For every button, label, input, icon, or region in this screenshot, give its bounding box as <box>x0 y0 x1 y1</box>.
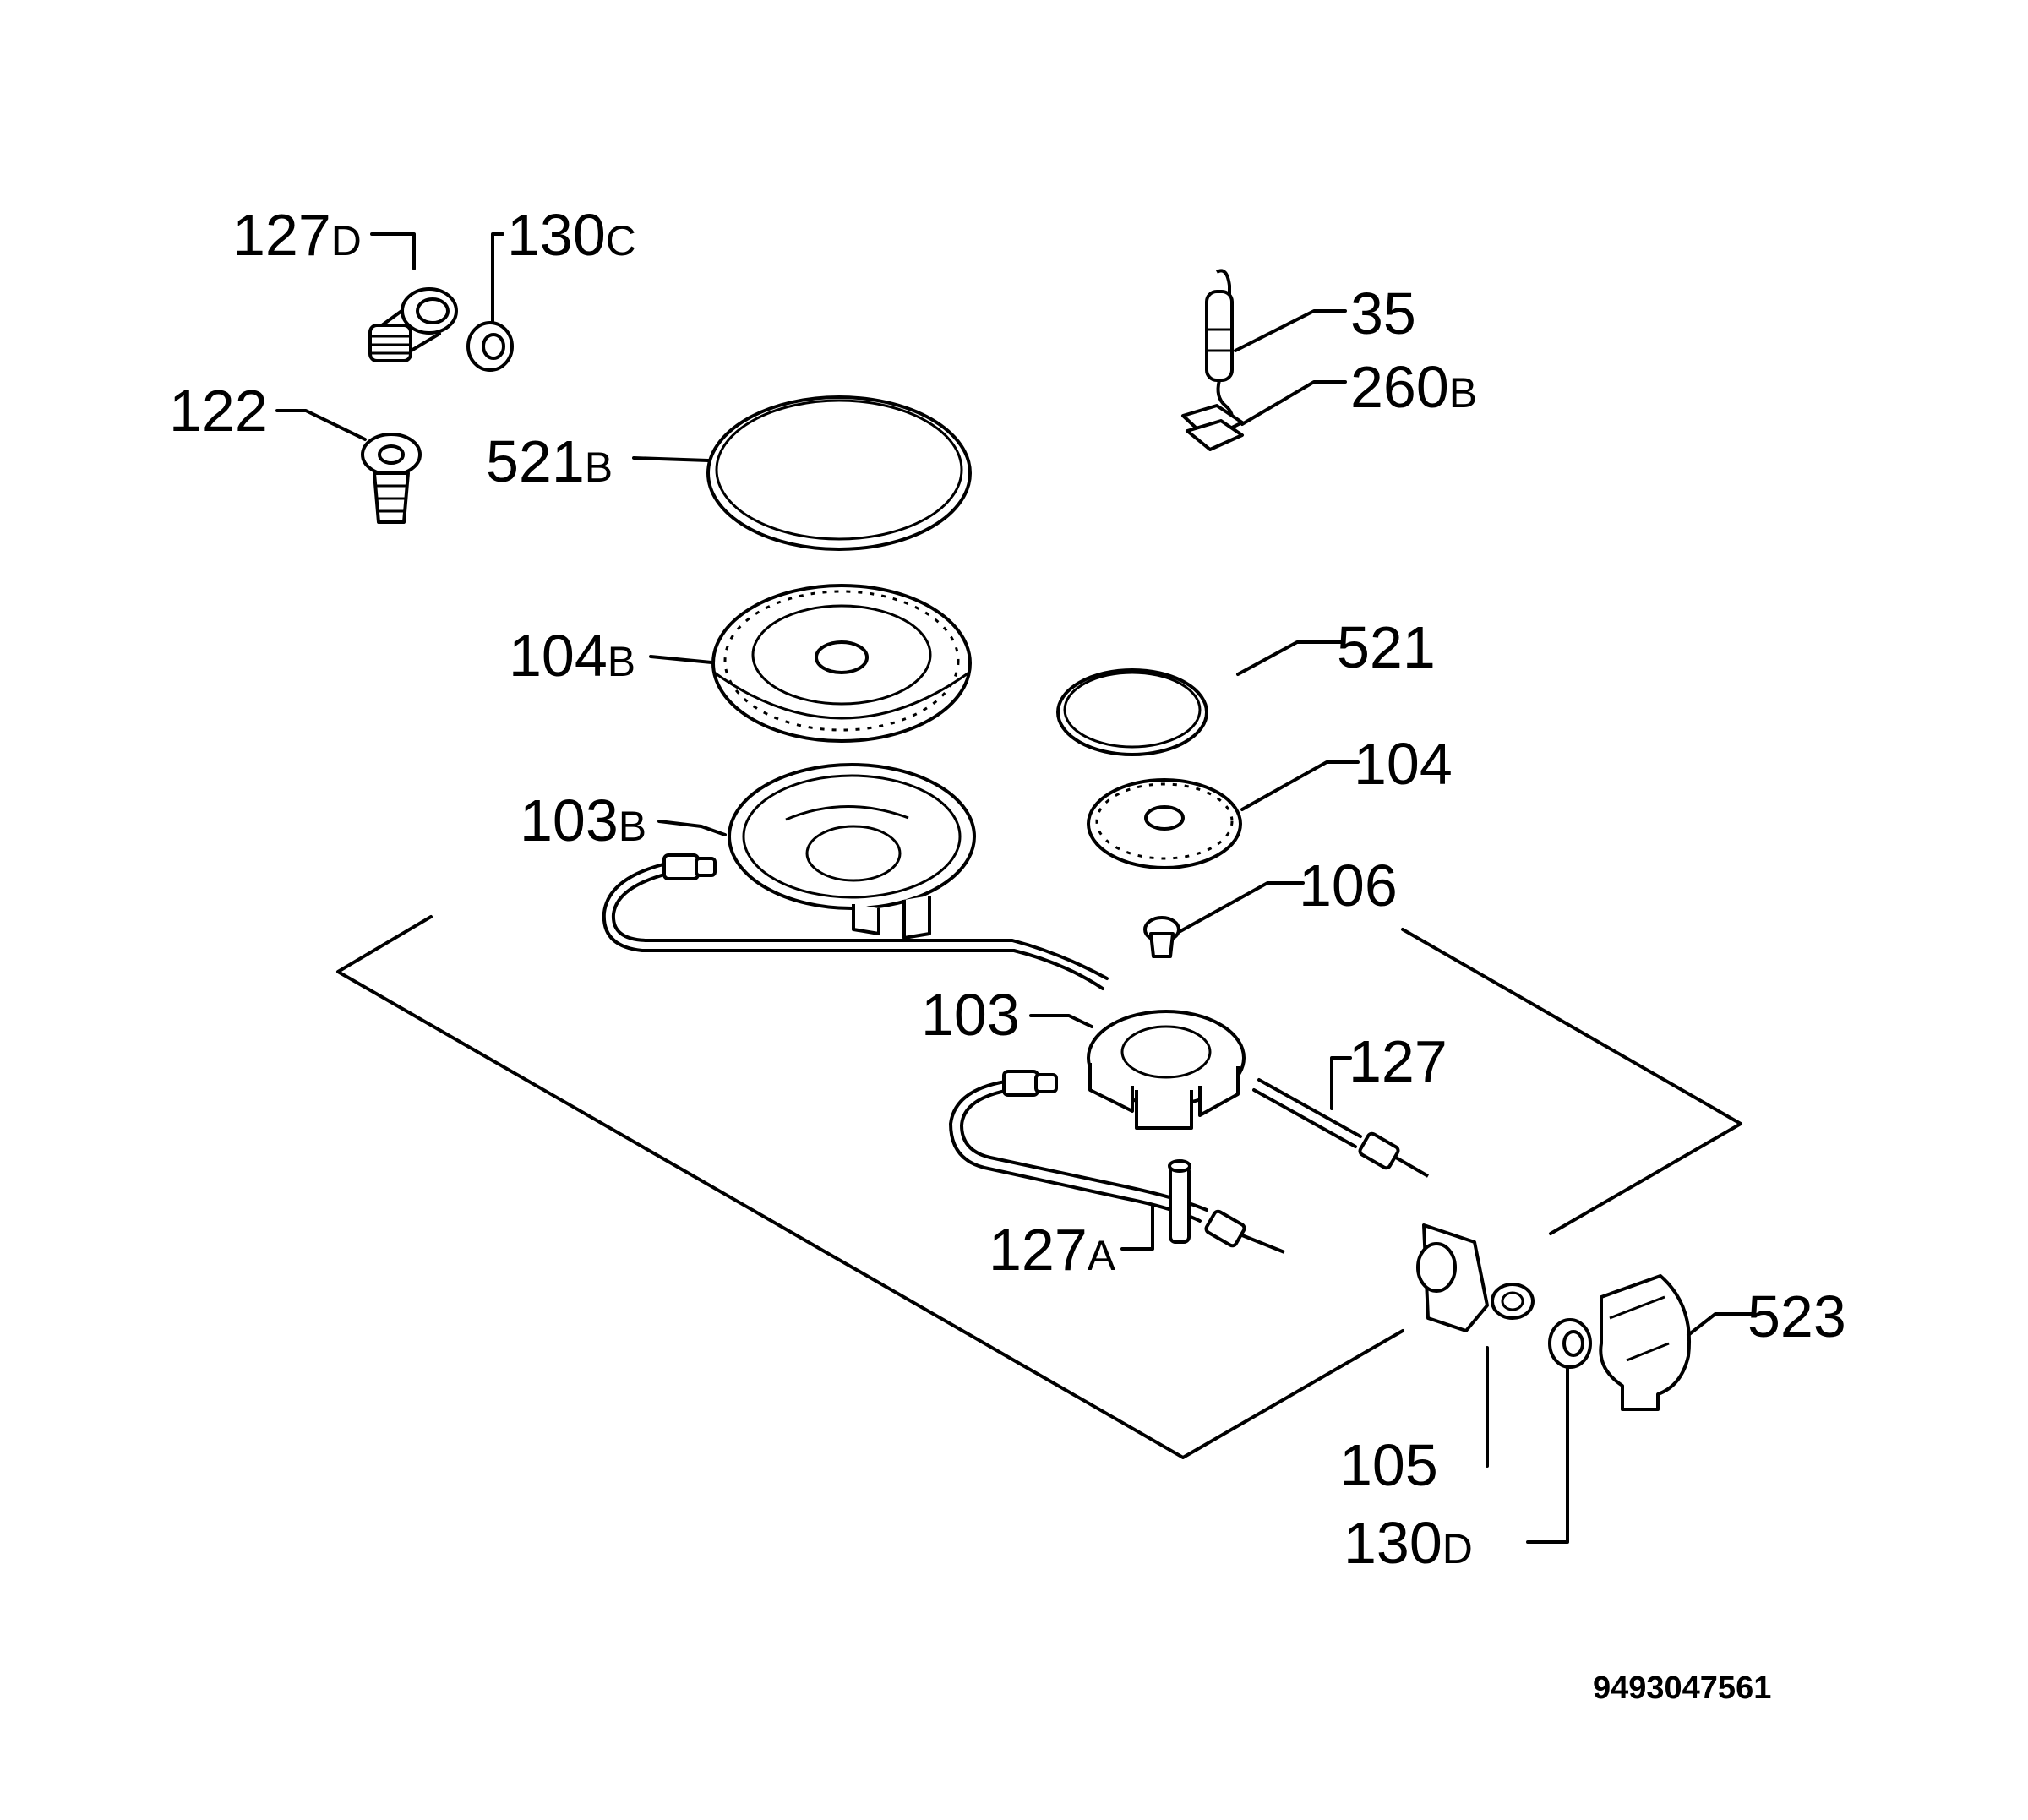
leader-521 <box>1236 640 1343 676</box>
leader-104 <box>1240 760 1360 811</box>
label-127a-num: 127 <box>989 1217 1088 1283</box>
label-104: 104 <box>1354 731 1453 797</box>
label-130c-suf: C <box>606 217 636 264</box>
label-130c-num: 130 <box>507 202 606 268</box>
label-521b-num: 521 <box>486 428 585 494</box>
label-104b-num: 104 <box>509 623 608 689</box>
label-103b: 103B <box>520 787 646 853</box>
part-104-small-crown[interactable] <box>1087 778 1242 869</box>
leader-lines <box>275 232 1755 1544</box>
part-103b-gas-tube <box>602 853 1109 990</box>
label-130d: 130D <box>1344 1510 1473 1576</box>
part-103-small-burner-base[interactable] <box>1087 1010 1246 1130</box>
drawing-code: 9493047561 <box>1593 1670 1771 1706</box>
label-260b-num: 260 <box>1350 354 1449 420</box>
part-106-injector[interactable] <box>1143 916 1180 958</box>
label-103: 103 <box>921 982 1020 1048</box>
label-521b-suf: B <box>585 444 613 491</box>
leader-127a <box>1120 1205 1154 1251</box>
label-521-num: 521 <box>1337 614 1436 680</box>
part-130c-washer[interactable] <box>466 321 514 372</box>
label-127d: 127D <box>232 202 362 268</box>
part-127-gas-tube <box>1252 1078 1430 1178</box>
label-35: 35 <box>1350 281 1416 346</box>
label-127a: 127A <box>989 1217 1116 1283</box>
label-260b-suf: B <box>1449 369 1477 417</box>
part-122-nozzle[interactable] <box>361 433 422 524</box>
leader-35 <box>1234 309 1347 352</box>
label-523: 523 <box>1747 1283 1846 1349</box>
leader-260b <box>1240 380 1347 426</box>
leader-106 <box>1179 881 1305 933</box>
part-35-electrode[interactable] <box>1205 269 1235 423</box>
label-104-num: 104 <box>1354 731 1453 797</box>
leader-127 <box>1330 1056 1352 1110</box>
leader-521b <box>632 456 710 462</box>
label-130c: 130C <box>507 202 636 268</box>
label-103b-suf: B <box>619 803 646 850</box>
label-127: 127 <box>1349 1028 1447 1094</box>
label-523-num: 523 <box>1747 1283 1846 1349</box>
label-130d-suf: D <box>1442 1525 1473 1572</box>
part-130d-washer[interactable] <box>1548 1318 1592 1369</box>
part-521-small-cap[interactable] <box>1056 668 1208 756</box>
label-127d-num: 127 <box>232 202 331 268</box>
leader-523 <box>1687 1312 1755 1337</box>
leader-127d <box>370 232 416 270</box>
label-130d-num: 130 <box>1344 1510 1442 1576</box>
part-105-gas-tap[interactable] <box>1168 1159 1535 1332</box>
part-104b-crown[interactable] <box>711 584 972 743</box>
label-104b-suf: B <box>608 638 635 685</box>
label-122-num: 122 <box>169 378 268 444</box>
label-260b: 260B <box>1350 354 1477 420</box>
part-521b-cap[interactable] <box>706 395 972 551</box>
label-104b: 104B <box>509 623 635 689</box>
label-127a-suf: A <box>1088 1232 1116 1279</box>
label-106-num: 106 <box>1299 853 1398 918</box>
leader-130c <box>491 232 504 323</box>
part-523-bracket[interactable] <box>1599 1274 1691 1411</box>
leader-130d <box>1526 1367 1569 1544</box>
label-106: 106 <box>1299 853 1398 918</box>
part-103b-burner-base[interactable] <box>728 763 976 940</box>
label-521b: 521B <box>486 428 613 494</box>
label-127d-suf: D <box>331 217 362 264</box>
label-105: 105 <box>1339 1432 1438 1498</box>
leader-122 <box>275 409 367 441</box>
label-122: 122 <box>169 378 268 444</box>
label-103-num: 103 <box>921 982 1020 1048</box>
label-105-num: 105 <box>1339 1432 1438 1498</box>
label-35-num: 35 <box>1350 281 1416 346</box>
leader-103b <box>657 820 727 836</box>
label-103b-num: 103 <box>520 787 619 853</box>
leader-104b <box>649 655 713 664</box>
label-521: 521 <box>1337 614 1436 680</box>
label-127-num: 127 <box>1349 1028 1447 1094</box>
hob-base-outline <box>336 915 1742 1459</box>
part-127d-elbow[interactable] <box>368 287 458 362</box>
leader-103 <box>1029 1014 1093 1028</box>
part-260b-clip[interactable] <box>1181 404 1244 451</box>
